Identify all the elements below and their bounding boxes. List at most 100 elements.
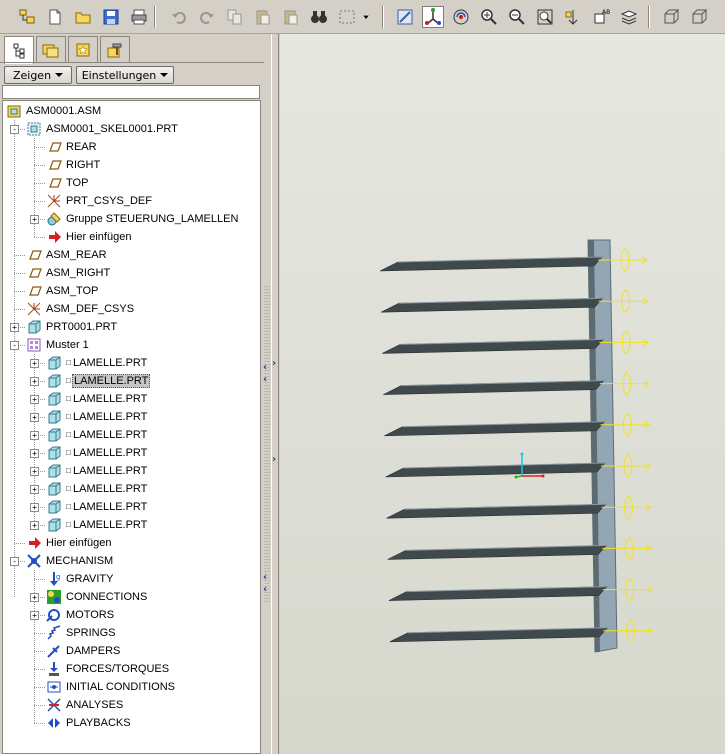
tree-row[interactable]: +□LAMELLE.PRT [3,498,260,516]
show-dropdown[interactable]: Zeigen [4,66,72,84]
tree-row[interactable]: +□LAMELLE.PRT [3,462,260,480]
tree-row[interactable]: ANALYSES [3,696,260,714]
tree-row[interactable]: +□LAMELLE.PRT [3,354,260,372]
collapse-icon[interactable]: - [10,557,19,566]
expand-icon[interactable]: + [30,395,39,404]
tree-item-label: LAMELLE.PRT [73,465,148,477]
expand-icon[interactable]: + [30,611,39,620]
tree-row[interactable]: FORCES/TORQUES [3,660,260,678]
tree-filter-field[interactable] [2,85,260,99]
tree-item-label: PLAYBACKS [66,717,131,729]
tree-settings-icon[interactable] [16,6,38,28]
motor-arrow [641,256,648,264]
open-folder-icon[interactable] [72,6,94,28]
tree-row[interactable]: +□LAMELLE.PRT [3,426,260,444]
expand-icon[interactable]: + [30,593,39,602]
copy-icon[interactable] [224,6,246,28]
repaint-icon[interactable] [394,6,416,28]
tree-row[interactable]: +MOTORS [3,606,260,624]
zoom-out-icon[interactable] [506,6,528,28]
scrollbar-thumb[interactable] [264,286,270,604]
undo-icon[interactable] [168,6,190,28]
tab-favorites[interactable] [68,36,98,62]
find-binoculars-icon[interactable] [308,6,330,28]
tree-row[interactable]: +□LAMELLE.PRT [3,372,260,390]
graphics-viewport[interactable] [280,34,725,754]
lamella-blade [388,586,608,601]
selection-box-icon[interactable] [336,6,358,28]
tree-row[interactable]: Hier einfügen [3,228,260,246]
expand-icon[interactable]: + [30,413,39,422]
tree-item-label: PRT_CSYS_DEF [66,195,152,207]
tree-row[interactable]: TOP [3,174,260,192]
tree-row[interactable]: ASM0001.ASM [3,102,260,120]
expand-icon[interactable]: + [30,431,39,440]
show-dropdown-label: Zeigen [12,68,52,82]
settings-dropdown[interactable]: Einstellungen [76,66,174,84]
tree-row[interactable]: ASM_REAR [3,246,260,264]
shading-icon[interactable] [660,6,682,28]
collapse-icon[interactable]: - [10,125,19,134]
tree-scrollbar[interactable]: ‹ ‹ ‹ ‹ [263,100,271,754]
tree-row[interactable]: -Muster 1 [3,336,260,354]
expand-icon[interactable]: + [30,359,39,368]
spin-center-icon[interactable] [422,6,444,28]
tab-connections[interactable] [100,36,130,62]
expand-icon[interactable]: + [30,467,39,476]
tree-row[interactable]: -MECHANISM [3,552,260,570]
motor-rotation-arc [621,330,628,354]
expand-icon[interactable]: + [30,503,39,512]
tab-folder-browser[interactable] [36,36,66,62]
tab-model-tree[interactable] [4,36,34,64]
layers-icon[interactable] [618,6,640,28]
dropdown-arrow-icon[interactable] [360,6,372,28]
refit-icon[interactable] [534,6,556,28]
paste-special-icon[interactable] [280,6,302,28]
tree-row[interactable]: REAR [3,138,260,156]
tree-row[interactable]: RIGHT [3,156,260,174]
insert-icon [26,535,42,551]
zoom-in-icon[interactable] [478,6,500,28]
tree-row[interactable]: ASM_RIGHT [3,264,260,282]
tree-row[interactable]: +□LAMELLE.PRT [3,444,260,462]
tree-row[interactable]: +Gruppe STEUERUNG_LAMELLEN [3,210,260,228]
paste-icon[interactable] [252,6,274,28]
expand-icon[interactable]: + [30,215,39,224]
tree-row[interactable]: ASM_DEF_CSYS [3,300,260,318]
tree-row[interactable]: PRT_CSYS_DEF [3,192,260,210]
new-file-icon[interactable] [44,6,66,28]
print-icon[interactable] [128,6,150,28]
save-icon[interactable] [100,6,122,28]
saved-views-icon[interactable]: AB [590,6,612,28]
hidden-line-icon[interactable] [688,6,710,28]
tree-row[interactable]: Hier einfügen [3,534,260,552]
tree-row[interactable]: +□LAMELLE.PRT [3,408,260,426]
expand-icon[interactable]: + [30,485,39,494]
expand-icon[interactable]: + [30,449,39,458]
lamella-blade [382,339,604,354]
toolbar-separator [382,6,384,28]
tree-row[interactable]: +□LAMELLE.PRT [3,516,260,534]
collapse-icon[interactable]: - [10,341,19,350]
tree-row[interactable]: +□LAMELLE.PRT [3,390,260,408]
insert-icon [46,229,62,245]
tree-row[interactable]: +□LAMELLE.PRT [3,480,260,498]
expand-icon[interactable]: + [30,521,39,530]
tree-row[interactable]: INITIAL CONDITIONS [3,678,260,696]
orient-mode-icon[interactable] [450,6,472,28]
tree-row[interactable]: +CONNECTIONS [3,588,260,606]
tree-row[interactable]: ASM_TOP [3,282,260,300]
tree-row[interactable]: DAMPERS [3,642,260,660]
motor-arrow [643,380,650,388]
tree-row[interactable]: SPRINGS [3,624,260,642]
tree-row[interactable]: +PRT0001.PRT [3,318,260,336]
part-icon [46,355,62,371]
panel-splitter[interactable]: › › [271,34,279,754]
tree-row[interactable]: -ASM0001_SKEL0001.PRT [3,120,260,138]
expand-icon[interactable]: + [30,377,39,386]
tree-row[interactable]: PLAYBACKS [3,714,260,732]
reorient-icon[interactable] [562,6,584,28]
redo-icon[interactable] [196,6,218,28]
expand-icon[interactable]: + [10,323,19,332]
